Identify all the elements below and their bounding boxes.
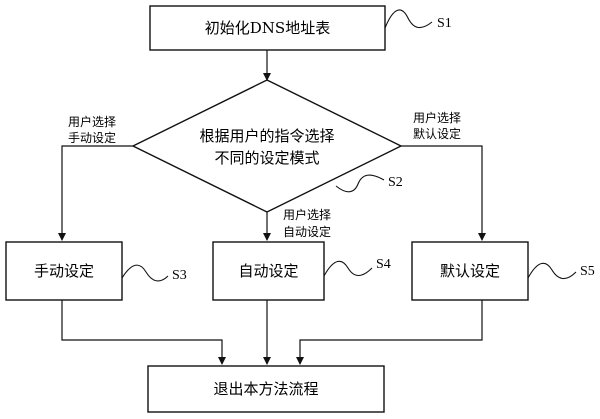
s4-leader (323, 260, 373, 277)
default-label: 默认设定 (440, 262, 500, 280)
arrow-decision-to-default (401, 145, 486, 241)
manual-branch-label-line2: 手动设定 (68, 130, 116, 145)
s2-leader (335, 174, 385, 193)
manual-label: 手动设定 (34, 262, 94, 280)
s1-step-label: S1 (437, 16, 452, 31)
s3-step-label: S3 (172, 268, 187, 283)
manual-box (5, 241, 123, 301)
default-branch-label-line2: 默认设定 (413, 126, 461, 141)
auto-branch-label-line1: 用户选择 (283, 207, 331, 222)
auto-box (212, 241, 325, 301)
auto-branch-label-line2: 自动设定 (283, 224, 331, 239)
arrow-default-to-exit (296, 300, 483, 365)
manual-branch-label-line1: 用户选择 (68, 114, 116, 129)
init-box (149, 5, 386, 51)
exit-label: 退出本方法流程 (213, 380, 318, 398)
exit-box (147, 365, 385, 413)
decision-label-line1: 根据用户的指令选择 (199, 127, 334, 145)
default-branch-label-line1: 用户选择 (413, 110, 461, 125)
default-box (411, 241, 529, 301)
s5-leader (527, 262, 577, 280)
decision-diamond (131, 79, 403, 213)
auto-label: 自动设定 (238, 262, 298, 280)
arrow-decision-to-manual (58, 145, 133, 241)
s4-step-label: S4 (376, 257, 391, 272)
s5-step-label: S5 (580, 264, 595, 279)
s1-leader (384, 9, 433, 29)
decision-label-line2: 不同的设定模式 (214, 149, 319, 167)
s3-leader (121, 264, 169, 282)
s2-step-label: S2 (388, 175, 403, 190)
arrow-manual-to-exit (61, 300, 226, 365)
init-label: 初始化DNS地址表 (205, 19, 330, 37)
